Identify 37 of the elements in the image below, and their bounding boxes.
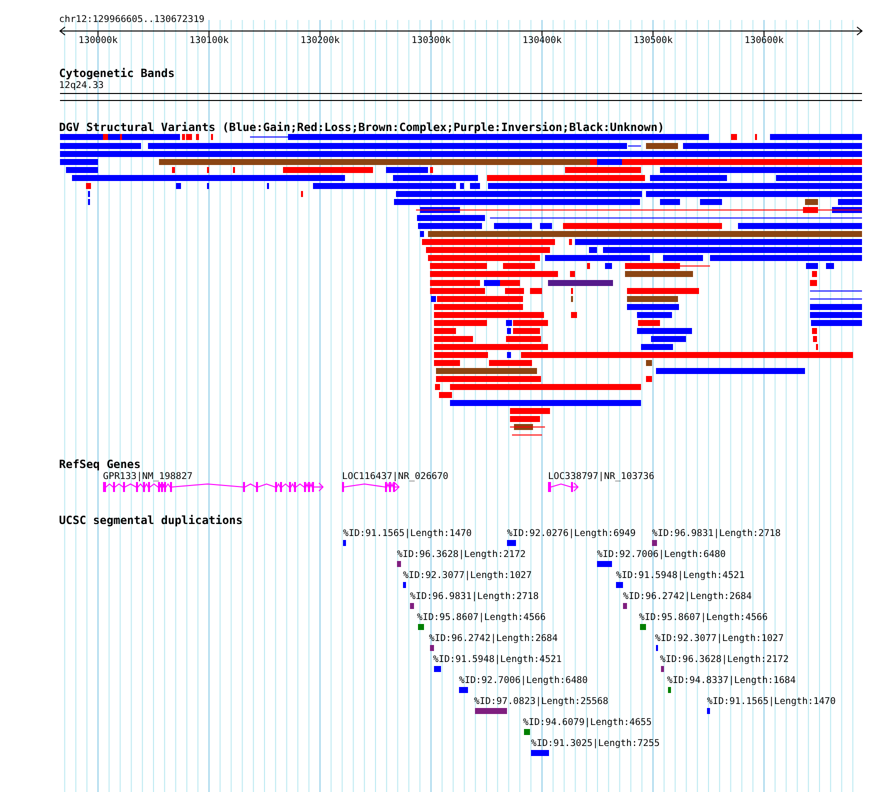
duplication-label: %ID:95.8607|Length:4566 bbox=[639, 612, 768, 623]
tick-label: 130100k bbox=[190, 35, 229, 46]
track-title: RefSeq Genes bbox=[59, 458, 141, 471]
tick-label: 130500k bbox=[634, 35, 673, 46]
gene-label: LOC116437|NR_026670 bbox=[342, 471, 448, 482]
duplication-label: %ID:94.6079|Length:4655 bbox=[523, 717, 652, 728]
duplication-label: %ID:96.9831|Length:2718 bbox=[410, 591, 539, 602]
track-title: UCSC segmental duplications bbox=[59, 514, 243, 527]
duplication-label: %ID:91.5948|Length:4521 bbox=[616, 570, 745, 581]
tick-label: 130200k bbox=[300, 35, 340, 46]
duplication-label: %ID:96.3628|Length:2172 bbox=[660, 654, 789, 665]
duplication-label: %ID:92.7006|Length:6480 bbox=[459, 675, 588, 686]
duplication-label: %ID:96.2742|Length:2684 bbox=[429, 633, 558, 644]
tick-label: 130000k bbox=[78, 35, 118, 46]
duplication-label: %ID:96.9831|Length:2718 bbox=[652, 528, 781, 539]
tick-label: 130300k bbox=[412, 35, 451, 46]
track-title: DGV Structural Variants (Blue:Gain;Red:Loss;Brown:Complex;Purple:Inversion;Black:Unknown) bbox=[59, 121, 664, 134]
duplication-label: %ID:92.3077|Length:1027 bbox=[403, 570, 532, 581]
duplication-label: %ID:91.3025|Length:7255 bbox=[531, 738, 660, 749]
track-title: Cytogenetic Bands bbox=[59, 67, 175, 80]
band-label: 12q24.33 bbox=[59, 80, 104, 91]
duplication-label: %ID:91.1565|Length:1470 bbox=[343, 528, 472, 539]
coordinate-label: chr12:129966605..130672319 bbox=[59, 14, 205, 25]
duplication-label: %ID:92.0276|Length:6949 bbox=[507, 528, 636, 539]
duplication-label: %ID:91.1565|Length:1470 bbox=[707, 696, 836, 707]
duplication-label: %ID:95.8607|Length:4566 bbox=[417, 612, 546, 623]
duplication-label: %ID:97.0823|Length:25568 bbox=[474, 696, 608, 707]
tick-label: 130600k bbox=[744, 35, 784, 46]
duplication-label: %ID:94.8337|Length:1684 bbox=[667, 675, 796, 686]
duplication-label: %ID:92.7006|Length:6480 bbox=[597, 549, 726, 560]
gene-label: LOC338797|NR_103736 bbox=[548, 471, 654, 482]
duplication-label: %ID:96.2742|Length:2684 bbox=[623, 591, 752, 602]
duplication-label: %ID:91.5948|Length:4521 bbox=[433, 654, 562, 665]
tick-label: 130400k bbox=[522, 35, 562, 46]
gene-label: GPR133|NM_198827 bbox=[103, 471, 193, 482]
duplication-label: %ID:92.3077|Length:1027 bbox=[655, 633, 784, 644]
duplication-label: %ID:96.3628|Length:2172 bbox=[397, 549, 526, 560]
